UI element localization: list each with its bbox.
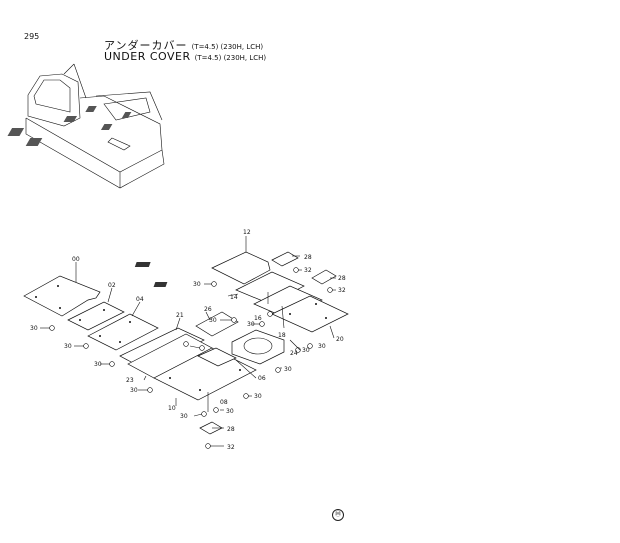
leader-lines [40,236,336,447]
title-english-note: (T=4.5) (230H, LCH) [194,54,267,62]
callout-12: 12 [243,229,251,236]
callout-10: 10 [168,405,176,412]
plate-28-right [311,269,337,285]
callout-30-m: 30 [180,413,188,420]
plate-10 [153,347,257,401]
callout-24: 24 [290,350,298,357]
callout-30-k: 30 [254,393,262,400]
plate-18 [271,295,349,333]
callout-26: 26 [204,306,212,313]
callout-00: 00 [72,256,80,263]
callout-30-j: 30 [130,387,138,394]
callout-28-right: 28 [338,275,346,282]
plate-24 [231,329,285,365]
plate-02 [67,301,125,331]
callout-32-top: 32 [304,267,312,274]
title-english: UNDER COVER(T=4.5) (230H, LCH) [104,50,267,63]
callout-08: 08 [220,399,228,406]
callout-20: 20 [336,336,344,343]
callout-04: 04 [136,296,144,303]
callout-21: 21 [176,312,184,319]
callout-32-right: 32 [338,287,346,294]
callout-02: 02 [108,282,116,289]
title-japanese: アンダーカバー(T=4.5) (230H, LCH) [104,39,264,52]
callout-30-g: 30 [318,343,326,350]
callout-30-c: 30 [247,321,255,328]
callout-14: 14 [230,294,238,301]
callout-30-a: 30 [193,281,201,288]
plate-14 [153,271,305,305]
callout-06: 06 [258,375,266,382]
callout-32-bottom: 32 [227,444,235,451]
page-number: 295 [24,32,40,41]
callout-labels: 12 28 32 28 32 14 30 00 02 04 21 26 30 1… [30,229,346,451]
plate-12 [134,251,271,285]
plate-28-top [271,251,299,267]
callout-30-b: 30 [209,317,217,324]
callout-30-d: 30 [30,325,38,332]
plate-06 [197,347,237,367]
excavator-overview [7,63,165,189]
callout-30-h: 30 [94,361,102,368]
callout-28-bottom: 28 [227,426,235,433]
plate-04 [87,313,159,351]
callout-18: 18 [278,332,286,339]
callout-28-top: 28 [304,254,312,261]
footer-mark: Ⓜ [332,509,344,521]
plate-00 [23,275,101,317]
plate-26 [195,311,239,337]
callout-30-i: 30 [284,366,292,373]
title-japanese-note: (T=4.5) (230H, LCH) [191,43,264,51]
callout-30-e: 30 [64,343,72,350]
callout-30-l: 30 [226,408,234,415]
callout-23: 23 [126,377,134,384]
callout-30-f: 30 [302,347,310,354]
callout-16: 16 [254,315,262,322]
